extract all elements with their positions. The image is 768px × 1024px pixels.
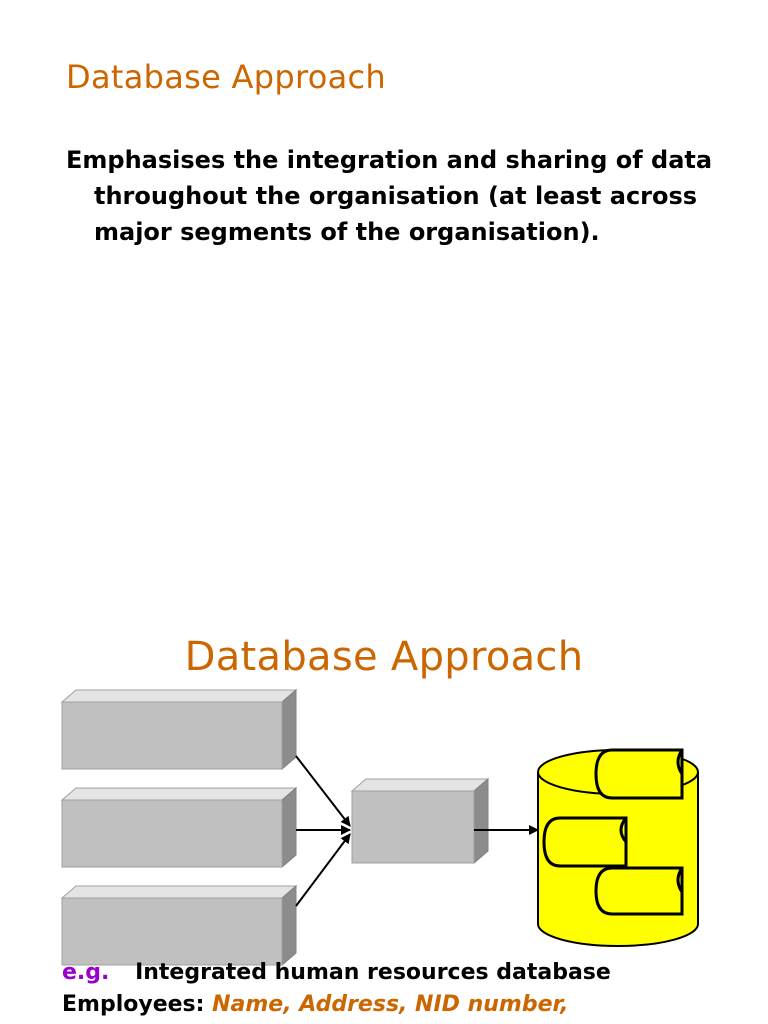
slide-1-body: Emphasises the integration and sharing o… — [66, 146, 713, 246]
application-box-2 — [60, 786, 298, 869]
database-approach-diagram — [60, 688, 699, 967]
application-box-1 — [60, 688, 298, 771]
dbms-box — [350, 777, 490, 865]
scroll-file-icon — [594, 748, 684, 800]
slide-2: Database Approach — [0, 512, 768, 1024]
scroll-file-icon — [594, 866, 684, 916]
slide-1-title: Database Approach — [66, 58, 386, 96]
employees-label: Employees: — [62, 992, 205, 1017]
arrow-box1-to-dbms — [295, 755, 351, 827]
arrow-box3-to-dbms — [295, 833, 351, 907]
example-label: e.g. — [62, 960, 110, 985]
employees-line: Employees: Name, Address, NID number, — [62, 992, 568, 1017]
slide-2-title: Database Approach — [184, 634, 584, 680]
example-line: e.g. Integrated human resources database — [62, 960, 611, 985]
application-box-3 — [60, 884, 298, 967]
employees-fields: Name, Address, NID number, — [212, 992, 569, 1017]
slide-1: Database Approach Emphasises the integra… — [66, 58, 713, 246]
example-text: Integrated human resources database — [135, 960, 611, 985]
scroll-file-icon — [542, 816, 628, 868]
